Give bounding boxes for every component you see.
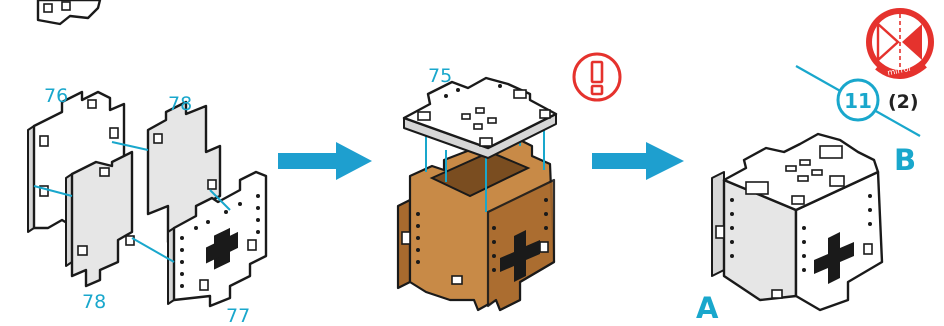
- exploded-panels: [27, 90, 268, 308]
- side-label-a: A: [696, 291, 719, 325]
- warning-icon: [572, 52, 622, 102]
- label-part-76: 76: [44, 85, 68, 107]
- mirror-icon: mirror: [866, 8, 934, 79]
- finished-cube: [711, 132, 884, 312]
- label-part-78-top: 78: [168, 93, 192, 115]
- label-part-78-bottom: 78: [82, 291, 106, 313]
- step-count: (2): [888, 91, 919, 113]
- step-arrow-2: [592, 142, 684, 180]
- box-cross-emblem: [500, 230, 540, 282]
- connection-guides-left: [33, 141, 231, 263]
- cross-emblem: [206, 227, 238, 270]
- label-part-75: 75: [428, 65, 452, 87]
- label-part-77: 77: [226, 305, 250, 326]
- panel-77: [167, 170, 268, 308]
- side-label-b: B: [894, 143, 916, 177]
- box-assembly: [396, 76, 558, 312]
- step-badge: 11: [836, 78, 880, 122]
- cropped-piece-top-left: [36, 0, 102, 26]
- panel-78-lower: [65, 150, 135, 288]
- step-number: 11: [844, 89, 872, 113]
- cube-cross-emblem: [814, 232, 854, 284]
- step-arrow-1: [278, 142, 372, 180]
- top-plate-75: [402, 76, 558, 159]
